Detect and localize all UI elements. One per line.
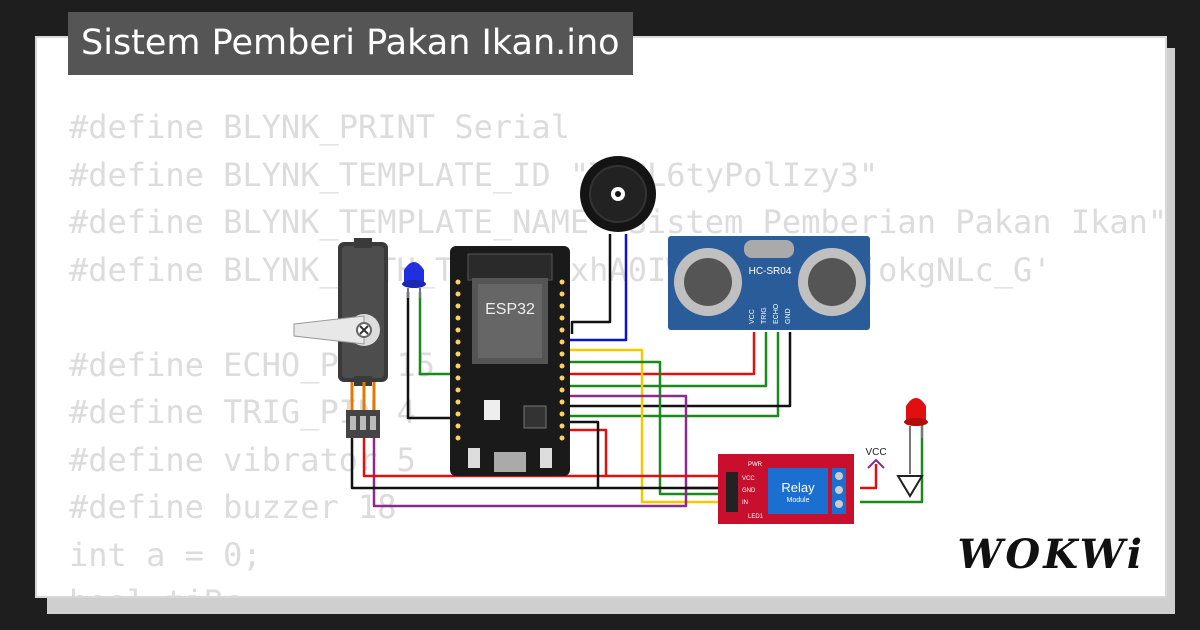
relay-led-label: LED1 [748, 514, 764, 520]
wokwi-logo: WOKWi [957, 531, 1145, 578]
wire-blue [570, 234, 628, 342]
code-line: #define TRIG_PIN 4 [69, 393, 416, 431]
wire-green [570, 360, 718, 496]
wire-green [570, 332, 780, 418]
code-line: bool tiBc [69, 579, 1165, 596]
esp32-label: ESP32 [485, 301, 535, 318]
vcc-label: VCC [865, 447, 886, 458]
wire-black [570, 332, 792, 408]
wire-red [570, 332, 756, 376]
wire-black [570, 234, 612, 334]
code-line: #define BLYNK_TEMPLATE_NAME "Sistem Pemb… [69, 203, 1167, 241]
wire-yellow [570, 348, 718, 504]
wire-purple [570, 394, 718, 490]
relay-pin-gnd: GND [742, 488, 756, 494]
relay-sublabel: Module [787, 497, 810, 504]
led-blue[interactable] [402, 262, 426, 298]
relay-pin-vcc: VCC [742, 476, 755, 482]
pin-label-trig: TRIG [761, 307, 768, 324]
wire-green [418, 292, 450, 376]
wire-red [570, 428, 718, 478]
servo-motor[interactable] [293, 238, 388, 438]
pin-label-vcc: VCC [749, 309, 756, 324]
buzzer[interactable] [580, 156, 656, 232]
pin-label-echo: ECHO [773, 303, 780, 324]
circuit-diagram: ESP32 [293, 156, 928, 524]
code-line: #define BLYNK_PRINT Serial [69, 108, 570, 146]
ground-symbol [896, 475, 924, 498]
ultrasonic-label: HC-SR04 [749, 266, 792, 277]
preview-card: #define BLYNK_PRINT Serial #define BLYNK_… [35, 36, 1167, 598]
wire-purple [372, 438, 688, 508]
pin-label-gnd: GND [785, 308, 792, 324]
ultrasonic-sensor[interactable]: HC-SR04 VCC TRIG ECHO GND [668, 236, 870, 330]
code-line: #define buzzer 18 [69, 488, 397, 526]
esp32-board[interactable]: ESP32 [450, 246, 570, 476]
relay-label: Relay [781, 480, 815, 495]
wire-green [860, 422, 924, 504]
led-red[interactable] [904, 398, 928, 474]
code-line: int a = 0; [69, 535, 262, 574]
wire-black [406, 292, 450, 420]
vcc-symbol: VCC [865, 447, 887, 469]
relay-pwr-label: PWR [748, 462, 763, 468]
wire-red [860, 464, 878, 490]
relay-module[interactable]: Relay Module VCC GND IN PWR LED1 [718, 454, 854, 524]
page-title: Sistem Pemberi Pakan Ikan.ino [68, 12, 633, 75]
wire-green [570, 332, 768, 388]
relay-pin-in: IN [742, 500, 748, 506]
